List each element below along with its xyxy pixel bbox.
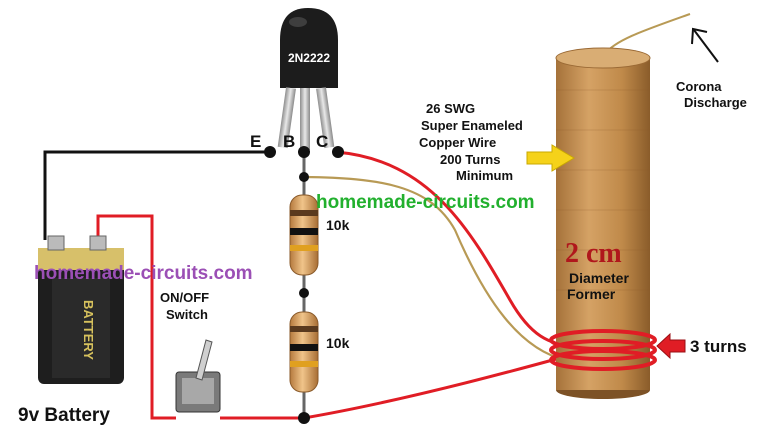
wire-secondary-tan — [303, 175, 567, 362]
black-arrow-icon — [691, 27, 719, 63]
turns-label: 200 Turns — [440, 152, 500, 167]
diameter-label-line1: Diameter — [569, 270, 629, 286]
watermark-purple: homemade-circuits.com — [34, 263, 253, 284]
pin-label-c: C — [316, 132, 328, 151]
collector-node — [332, 146, 344, 158]
primary-coil-3-turns — [549, 329, 657, 371]
emitter-node — [264, 146, 276, 158]
turns-minimum-label: Minimum — [456, 168, 513, 183]
wire-collector-red — [335, 150, 581, 350]
base-junction-node — [299, 172, 309, 182]
resistor-2 — [289, 311, 319, 393]
wire-type-label: Super Enameled — [421, 118, 523, 133]
diameter-label-line2: Former — [567, 286, 616, 302]
resistor-1-label: 10k — [326, 217, 350, 233]
wire-emitter-black — [43, 150, 268, 240]
corona-label-line2: Discharge — [684, 95, 747, 110]
switch-label-line1: ON/OFF — [160, 290, 209, 305]
battery-case-text: BATTERY — [81, 300, 96, 360]
wire-gauge-label: 26 SWG — [426, 101, 475, 116]
switch-label-line2: Switch — [166, 307, 208, 322]
battery-9v — [38, 235, 124, 384]
former-size-label: 2 cm — [565, 238, 622, 269]
battery-label: 9v Battery — [18, 405, 110, 426]
watermark-green: homemade-circuits.com — [316, 192, 535, 213]
resistor-middle-node — [299, 288, 309, 298]
on-off-switch — [175, 339, 221, 413]
pin-label-e: E — [250, 132, 261, 151]
yellow-arrow-icon — [526, 144, 575, 172]
resistor-2-label: 10k — [326, 335, 350, 351]
base-node — [298, 146, 310, 158]
resistor-1 — [289, 194, 319, 276]
corona-label-line1: Corona — [676, 79, 722, 94]
wire-material-label: Copper Wire — [419, 135, 496, 150]
primary-turns-label: 3 turns — [690, 337, 747, 356]
transistor-2n2222 — [277, 8, 338, 150]
transistor-part-number: 2N2222 — [288, 51, 330, 65]
red-arrow-icon — [656, 332, 686, 360]
wire-coil-return-red — [303, 356, 561, 420]
pin-label-b: B — [283, 132, 295, 151]
bottom-node — [298, 412, 310, 424]
wire-battery-red — [96, 214, 176, 420]
